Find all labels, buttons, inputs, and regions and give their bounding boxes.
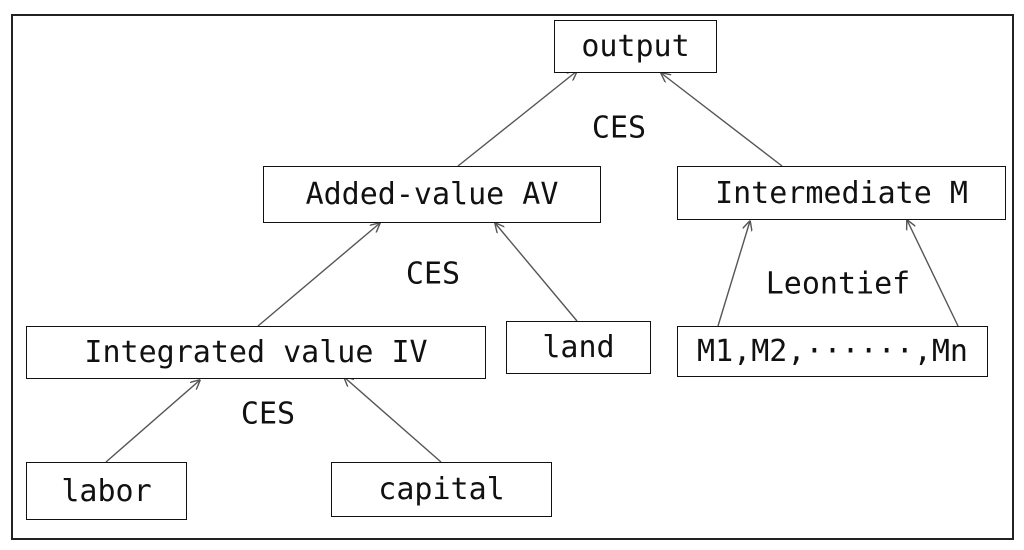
- function-label-intermediate: Leontief: [765, 266, 911, 302]
- edge-intermediate-to-output: [661, 73, 783, 167]
- node-labor: labor: [26, 462, 187, 520]
- diagram-frame: [11, 14, 1014, 540]
- function-label-top: CES: [591, 110, 647, 146]
- edge-inputs-m-to-intermediate: [717, 221, 750, 327]
- node-added-value: Added-value AV: [263, 166, 601, 223]
- node-integrated-value: Integrated value IV: [26, 326, 486, 379]
- edge-labor-to-integrated-value: [105, 380, 200, 463]
- edge-added-value-to-output: [457, 71, 577, 167]
- node-land: land: [506, 321, 651, 374]
- function-label-middle: CES: [405, 256, 461, 292]
- function-label-bottom: CES: [240, 396, 296, 432]
- edge-capital-to-integrated-value: [344, 377, 442, 463]
- node-inputs-m: M1,M2,······,Mn: [677, 326, 988, 377]
- node-intermediate: Intermediate M: [677, 166, 1006, 220]
- node-capital: capital: [331, 462, 552, 517]
- node-output: output: [554, 20, 717, 73]
- edge-inputs-m-right-to-intermediate: [907, 220, 959, 327]
- edge-integrated-value-to-added-value: [257, 223, 380, 327]
- edge-land-to-added-value: [495, 223, 578, 322]
